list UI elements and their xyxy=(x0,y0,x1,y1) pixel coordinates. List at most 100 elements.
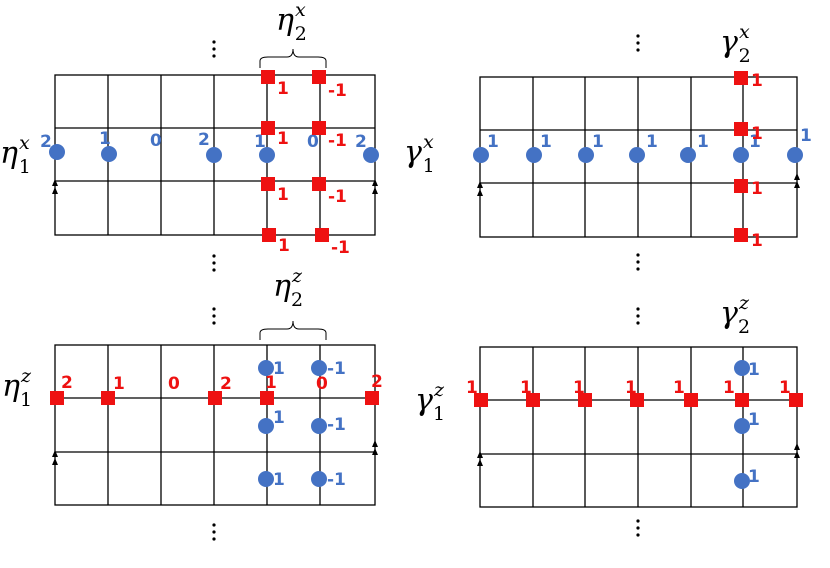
col-label: 1 xyxy=(751,231,763,251)
boundary-arrows xyxy=(52,179,378,194)
col-label: 1 xyxy=(751,124,763,144)
blue-dot xyxy=(363,147,379,163)
row-label: 1 xyxy=(592,132,604,152)
col-label: -1 xyxy=(328,81,347,101)
column-labels: 1 -1 1 -1 1 -1 1 -1 xyxy=(277,79,350,258)
column-labels: 1 -1 1 -1 1 -1 xyxy=(273,359,346,490)
row-label: 1 xyxy=(625,378,637,398)
red-square xyxy=(262,228,276,242)
blue-dot xyxy=(578,147,594,163)
red-square xyxy=(312,121,326,135)
row-label: 1 xyxy=(265,373,277,393)
row-label: 2 xyxy=(371,372,383,392)
blue-dot xyxy=(258,418,274,434)
red-square xyxy=(474,393,488,407)
vertical-ellipsis-top xyxy=(212,307,216,325)
red-square xyxy=(50,391,64,405)
col-label: 1 xyxy=(273,359,285,379)
column-markers xyxy=(734,360,750,489)
red-square xyxy=(526,393,540,407)
blue-dot xyxy=(734,473,750,489)
row-label: 1 xyxy=(487,132,499,152)
blue-dot xyxy=(734,360,750,376)
boundary-arrows xyxy=(477,173,800,196)
brace xyxy=(259,320,327,340)
row-labels: 2 1 0 2 1 0 2 xyxy=(61,372,383,394)
col-label: 1 xyxy=(277,79,289,99)
boundary-arrows xyxy=(477,443,800,466)
blue-dot xyxy=(733,147,749,163)
row-label: 1 xyxy=(466,378,478,398)
red-square xyxy=(734,71,748,85)
column-markers xyxy=(734,71,748,242)
column-labels: 1 1 1 1 xyxy=(751,71,763,251)
blue-dot xyxy=(680,147,696,163)
row-labels: 2 1 0 2 1 0 2 xyxy=(40,129,367,152)
row-label: 0 xyxy=(150,131,162,151)
col-label: -1 xyxy=(327,359,346,379)
blue-dot xyxy=(311,418,327,434)
col-label: 1 xyxy=(748,467,760,487)
row-label: 1 xyxy=(99,129,111,149)
vertical-ellipsis-bottom xyxy=(212,523,216,541)
row-label: 2 xyxy=(61,373,73,393)
col-label: -1 xyxy=(327,470,346,490)
col-label: 1 xyxy=(748,410,760,430)
row-labels: 1 1 1 1 1 1 1 xyxy=(487,126,812,152)
red-square xyxy=(208,391,222,405)
red-square xyxy=(684,393,698,407)
col-label: -1 xyxy=(328,131,347,151)
red-square xyxy=(735,393,749,407)
column-labels: 1 1 1 xyxy=(748,360,760,487)
row-label: 1 xyxy=(800,126,812,146)
red-square xyxy=(261,177,275,191)
red-square xyxy=(578,393,592,407)
col-label: -1 xyxy=(331,238,350,258)
red-square xyxy=(261,70,275,84)
col-label: 1 xyxy=(277,129,289,149)
column-markers xyxy=(258,360,327,487)
red-square xyxy=(101,391,115,405)
blue-dot xyxy=(101,146,117,162)
row-label: 2 xyxy=(40,132,52,152)
boundary-arrows xyxy=(52,440,378,465)
red-square xyxy=(260,391,274,405)
blue-dot xyxy=(311,360,327,376)
blue-dot xyxy=(258,471,274,487)
col-label: 1 xyxy=(278,236,290,256)
red-square xyxy=(734,228,748,242)
blue-dot xyxy=(473,147,489,163)
row-label: 0 xyxy=(307,132,319,152)
row-label: 1 xyxy=(520,378,532,398)
red-square xyxy=(261,121,275,135)
row-markers xyxy=(473,147,803,163)
col-label: 1 xyxy=(748,360,760,380)
row-label: 1 xyxy=(779,378,791,398)
blue-dot xyxy=(311,471,327,487)
row-label: 2 xyxy=(198,130,210,150)
row-label: 1 xyxy=(697,132,709,152)
blue-dot xyxy=(629,147,645,163)
column-markers xyxy=(261,70,329,242)
blue-dot xyxy=(259,147,275,163)
row-label: 2 xyxy=(355,132,367,152)
red-square xyxy=(734,179,748,193)
vertical-ellipsis-bottom xyxy=(636,253,640,271)
row-label: 1 xyxy=(646,132,658,152)
row-label: 1 xyxy=(113,374,125,394)
row-markers xyxy=(49,144,379,163)
red-square xyxy=(789,393,803,407)
blue-dot xyxy=(787,147,803,163)
